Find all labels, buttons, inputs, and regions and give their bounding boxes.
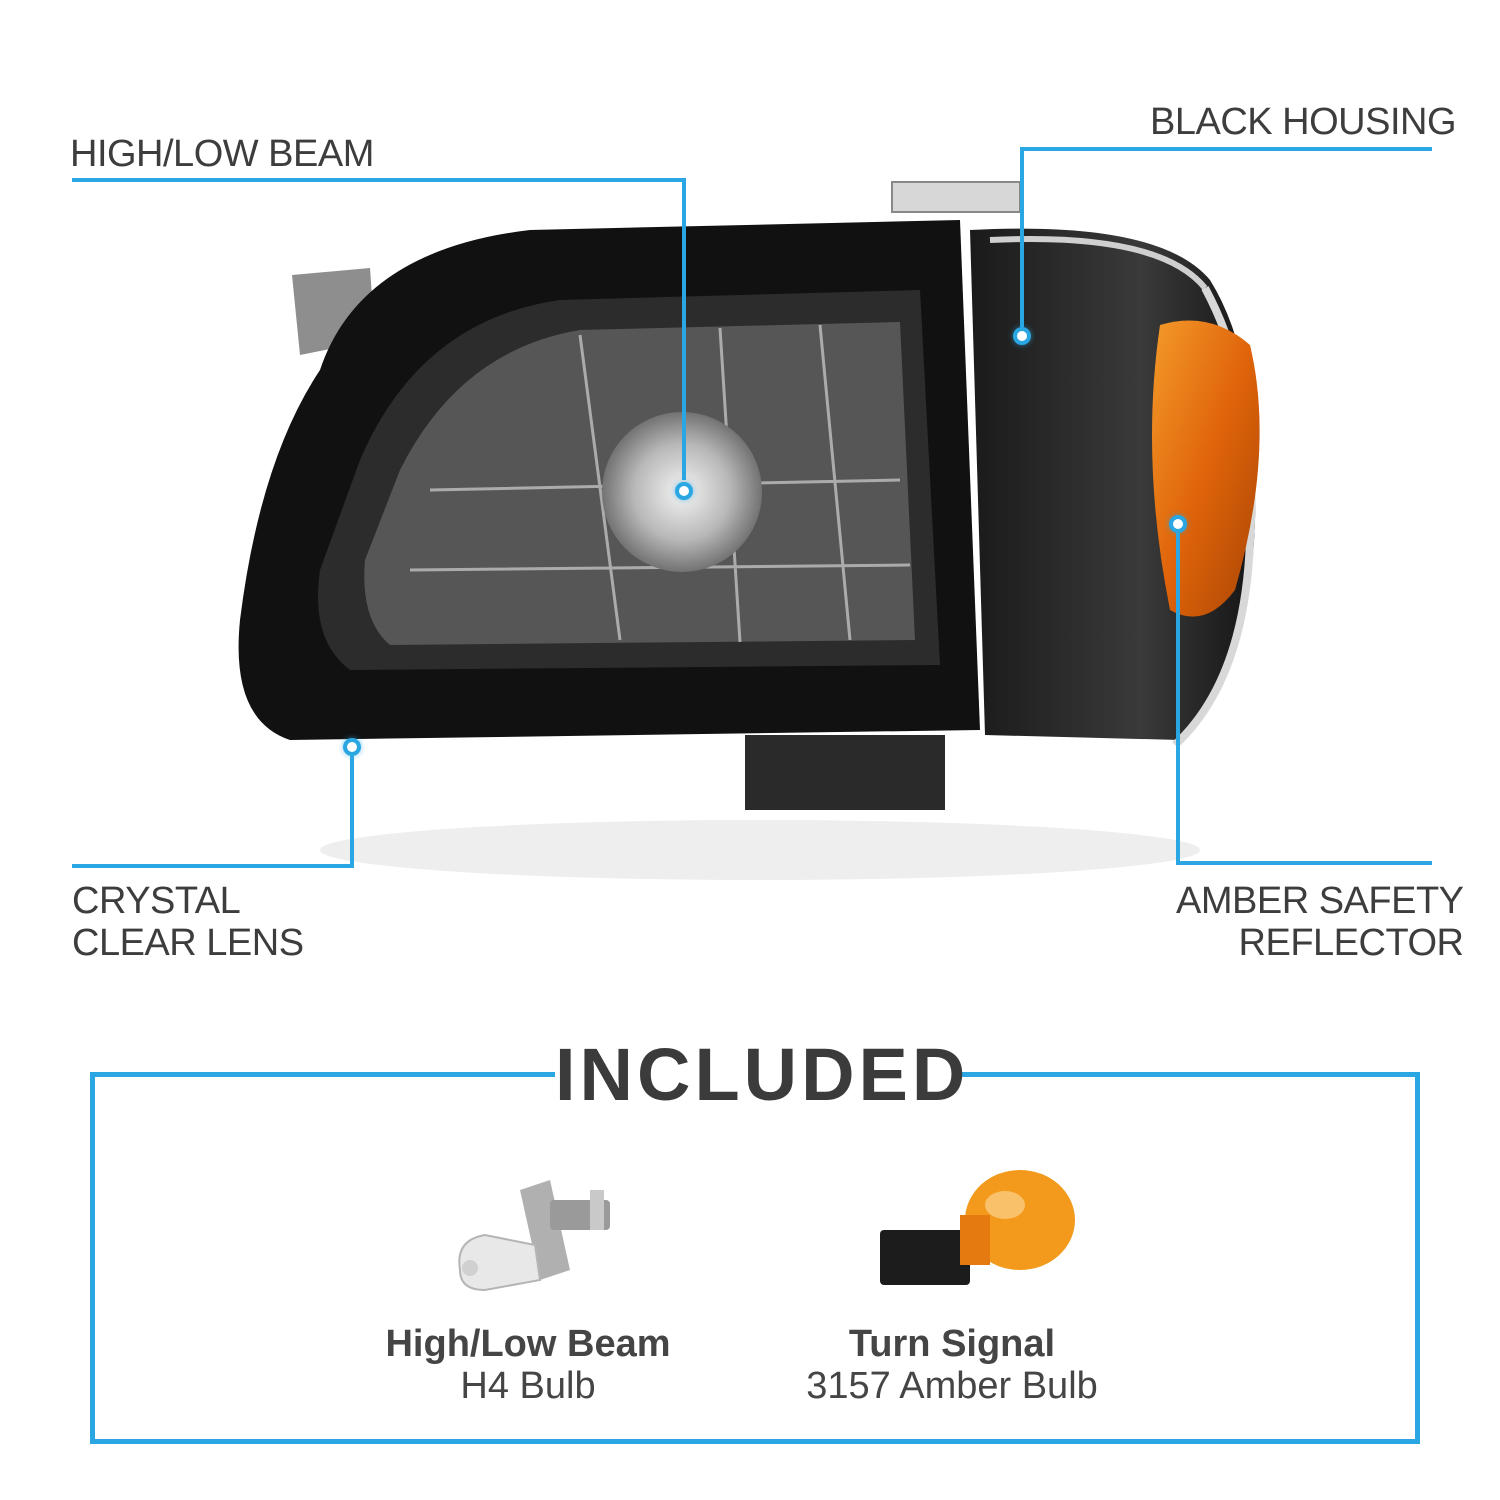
callout-amber-safety-reflector: AMBER SAFETY REFLECTOR bbox=[1176, 880, 1464, 964]
callout-line-housing-h bbox=[1022, 147, 1432, 151]
bulb-1-name: High/Low Beam bbox=[385, 1323, 671, 1365]
connector-bottom bbox=[745, 735, 945, 810]
callout-dot-lens bbox=[343, 738, 361, 756]
callout-line-high-low-v bbox=[682, 178, 686, 480]
h4-bulb-icon bbox=[458, 1180, 610, 1292]
bulb-1-type: H4 Bulb bbox=[460, 1365, 596, 1407]
bulb-2-type: 3157 Amber Bulb bbox=[806, 1365, 1098, 1407]
callout-line-reflector-v bbox=[1176, 533, 1180, 863]
callout-high-low-beam: HIGH/LOW BEAM bbox=[70, 133, 374, 175]
3157-bulb-icon bbox=[880, 1170, 1075, 1285]
callout-line-housing-v bbox=[1020, 147, 1024, 327]
mount-tab-top bbox=[891, 181, 1021, 213]
shadow-reflection bbox=[320, 820, 1200, 880]
callout-dot-high-low bbox=[675, 482, 693, 500]
callout-dot-housing bbox=[1013, 327, 1031, 345]
callout-black-housing: BLACK HOUSING bbox=[1150, 101, 1457, 143]
included-title: INCLUDED bbox=[555, 1030, 965, 1120]
callout-line-high-low-h bbox=[72, 178, 686, 182]
callout-dot-reflector bbox=[1169, 515, 1187, 533]
callout-line-reflector-h bbox=[1176, 861, 1432, 865]
callout-line-lens-h bbox=[72, 864, 354, 868]
callout-crystal-clear-lens: CRYSTAL CLEAR LENS bbox=[72, 880, 304, 964]
callout-line-lens-v bbox=[350, 756, 354, 866]
bulb-2-name: Turn Signal bbox=[848, 1323, 1056, 1365]
headlight-image bbox=[238, 181, 1260, 880]
